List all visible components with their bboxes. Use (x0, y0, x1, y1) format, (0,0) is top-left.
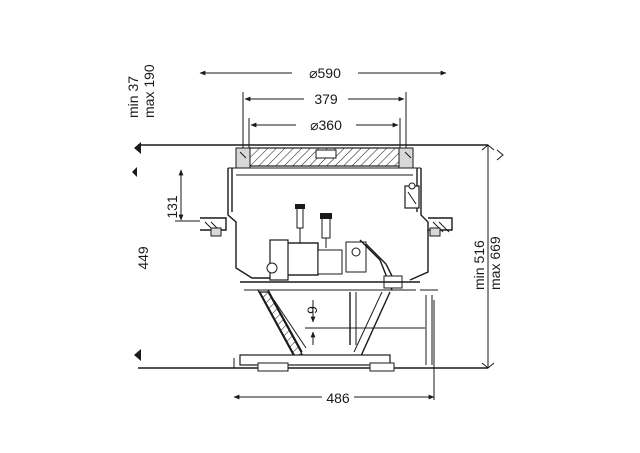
dimension-379: 379 (242, 90, 407, 150)
dim-590-label: ⌀590 (309, 65, 341, 81)
dimension-486: 486 (233, 300, 435, 406)
dimension-min37-max190: min 37 max 190 (125, 64, 157, 154)
dim-449-label: 449 (135, 246, 151, 270)
dim-379-label: 379 (314, 91, 338, 107)
dimension-590: ⌀590 (199, 62, 447, 82)
dimension-9: 9 (304, 300, 425, 345)
dim-min516-label: min 516 (471, 240, 487, 290)
dim-9-label: 9 (304, 306, 320, 314)
inner-mechanism (233, 204, 438, 372)
dim-max190-label: max 190 (141, 64, 157, 118)
dimension-449: 449 (134, 246, 151, 361)
dimension-min516-max669: min 516 max 669 (471, 236, 503, 290)
dim-min37-label: min 37 (125, 76, 141, 118)
dimension-131: 131 (132, 167, 200, 222)
drain-body (200, 167, 453, 281)
dim-360-label: ⌀360 (310, 117, 342, 133)
dim-131-label: 131 (164, 195, 180, 219)
dimension-360: ⌀360 (248, 116, 401, 150)
dim-486-label: 486 (326, 390, 350, 406)
dim-max669-label: max 669 (487, 236, 503, 290)
cover-grate (235, 147, 414, 169)
